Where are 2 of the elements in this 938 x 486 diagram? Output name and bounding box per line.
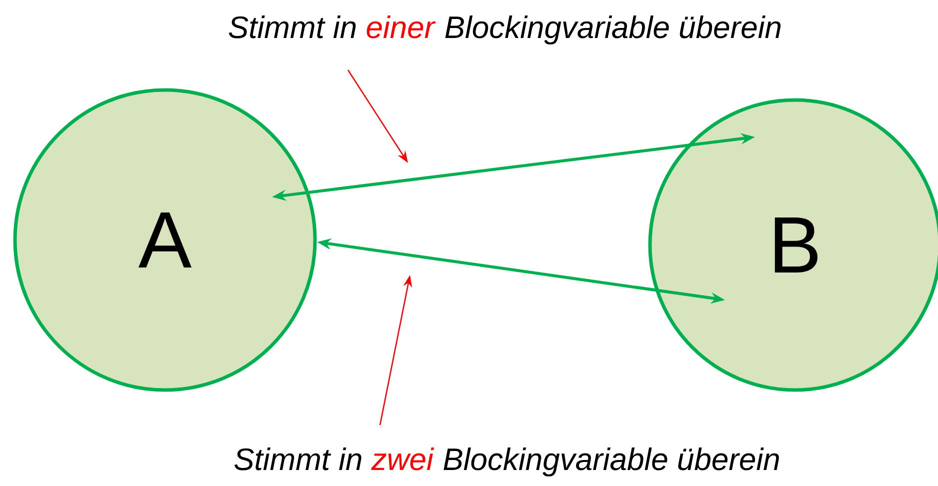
annotation-text: Stimmt in einer Blockingvariable überein: [228, 16, 781, 44]
annotation-text: Stimmt in zwei Blockingvariable überein: [234, 448, 779, 476]
